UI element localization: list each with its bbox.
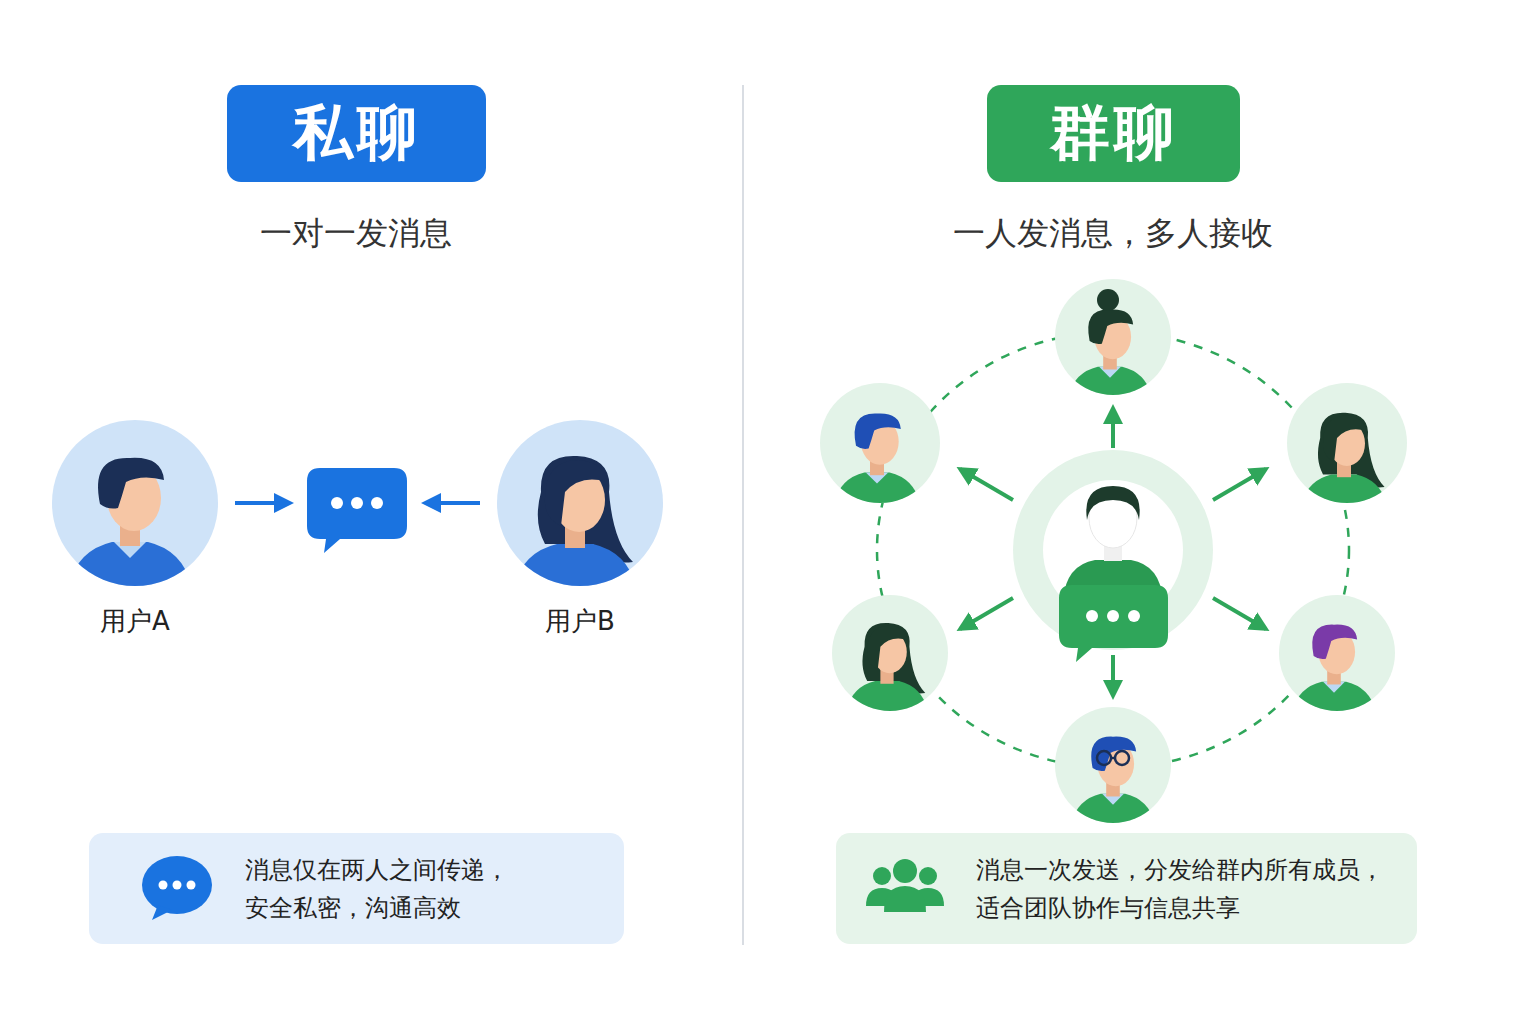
member-avatars bbox=[820, 279, 1407, 835]
user-name: 用户B bbox=[497, 604, 663, 639]
dashed-ring bbox=[877, 332, 1349, 768]
message-bubble bbox=[307, 468, 407, 553]
user-name: 用户A bbox=[52, 604, 218, 639]
title-box: 私聊 bbox=[227, 85, 486, 182]
divider bbox=[742, 85, 744, 945]
broadcast-arrows bbox=[960, 408, 1266, 696]
title-text: 群聊 bbox=[987, 85, 1240, 182]
group-icon bbox=[866, 859, 944, 912]
user-avatar: 用户B bbox=[497, 420, 663, 586]
chat-icon bbox=[142, 856, 212, 920]
user-avatar: 用户A bbox=[52, 420, 218, 586]
arrow bbox=[235, 501, 290, 505]
sender-figure bbox=[1063, 486, 1163, 600]
user-b-figure bbox=[511, 456, 639, 604]
note-box: 消息仅在两人之间传递， 安全私密，沟通高效 bbox=[89, 833, 624, 944]
note-text: 消息仅在两人之间传递， 安全私密，沟通高效 bbox=[245, 851, 537, 927]
user-a-figure bbox=[66, 458, 194, 602]
title-box: 群聊 bbox=[987, 85, 1240, 182]
subtitle: 一人发消息，多人接收 bbox=[953, 212, 1273, 256]
title-text: 私聊 bbox=[227, 85, 486, 182]
arrow bbox=[425, 501, 480, 505]
message-bubble bbox=[1059, 585, 1168, 662]
subtitle: 一对一发消息 bbox=[260, 212, 452, 256]
center-ring bbox=[1043, 480, 1183, 620]
note-box: 消息一次发送，分发给群内所有成员， 适合团队协作与信息共享 bbox=[836, 833, 1417, 944]
note-text: 消息一次发送，分发给群内所有成员， 适合团队协作与信息共享 bbox=[976, 851, 1406, 927]
center-ring bbox=[1013, 450, 1213, 650]
